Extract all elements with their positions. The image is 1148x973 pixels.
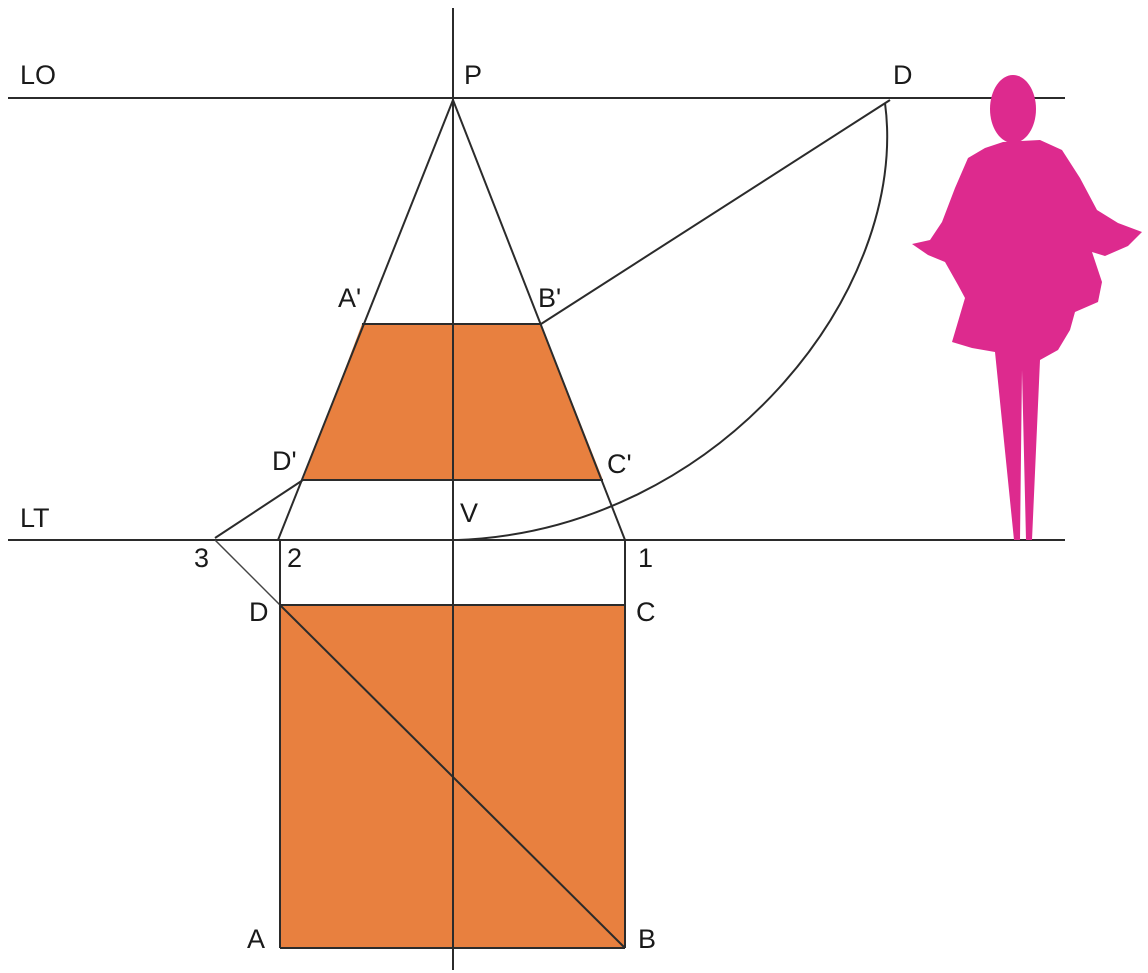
point-label-d-prime: D': [272, 446, 297, 476]
point-label-3: 3: [194, 543, 209, 573]
diagonal-3-to-d: [214, 539, 281, 606]
point-label-d: D: [249, 597, 269, 627]
point-label-p: P: [464, 60, 482, 90]
woman-silhouette-icon: [912, 75, 1142, 540]
distance-arc: [457, 102, 889, 541]
point-label-1: 1: [638, 543, 653, 573]
point-label-2: 2: [287, 543, 302, 573]
point-label-a: A: [247, 924, 265, 954]
point-label-v: V: [460, 498, 478, 528]
point-label-a-prime: A': [338, 283, 361, 313]
ground-line-label: LT: [20, 503, 50, 533]
point-label-c-prime: C': [607, 449, 632, 479]
vanishing-line-right: [452, 99, 626, 541]
point-label-distance-d: D: [893, 60, 913, 90]
horizon-line-label: LO: [20, 60, 56, 90]
plan-diagonal: [279, 604, 626, 949]
distance-line: [540, 99, 891, 325]
point-label-b-prime: B': [538, 283, 561, 313]
point-label-c: C: [636, 597, 656, 627]
diagonal-3-to-dprime: [214, 479, 304, 539]
point-label-b: B: [638, 924, 656, 954]
vanishing-line-left: [277, 99, 454, 541]
